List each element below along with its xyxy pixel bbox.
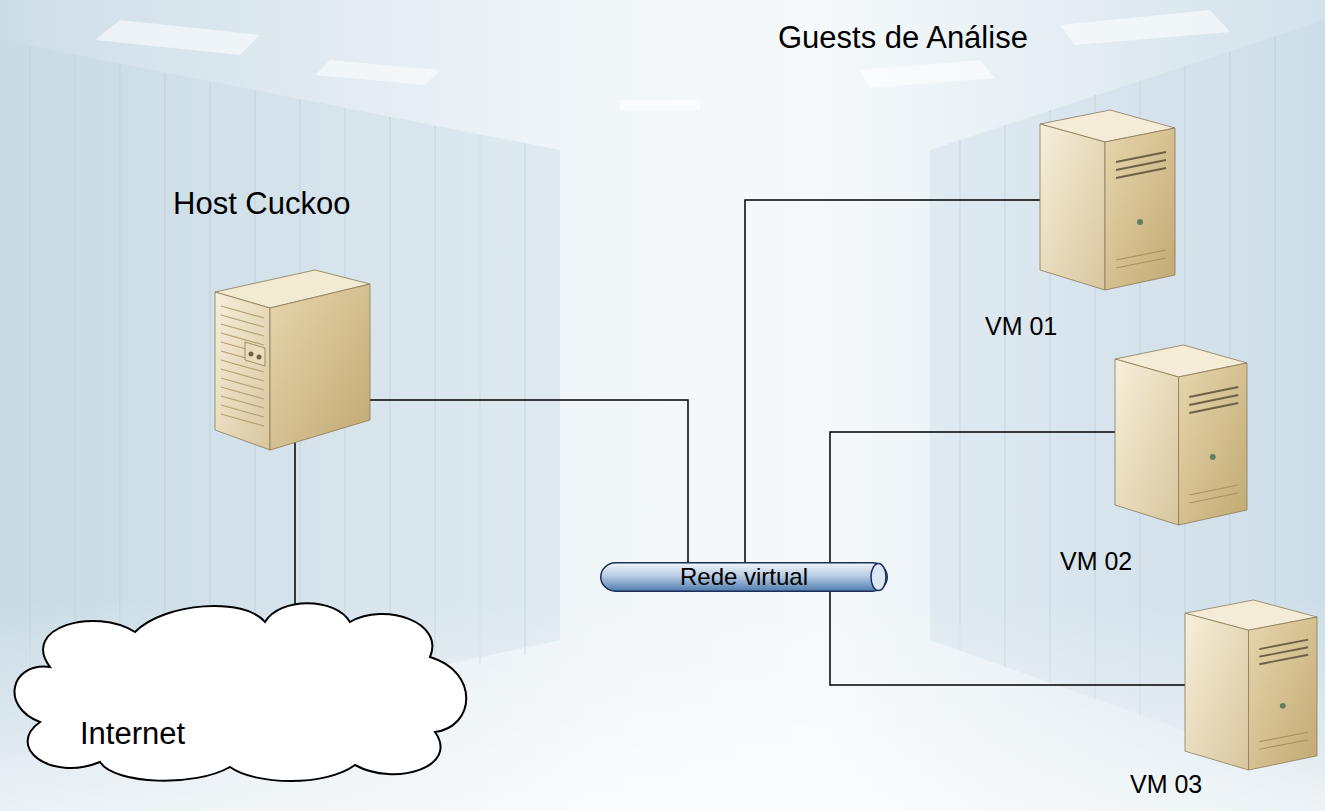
decor-shape — [1116, 258, 1166, 268]
decor-shape — [1189, 485, 1238, 495]
decor-shape — [1179, 363, 1247, 525]
connector-line — [830, 432, 1115, 562]
decor-shape — [1116, 168, 1166, 178]
decor-shape — [1259, 655, 1308, 664]
connector-line — [370, 400, 688, 562]
decor-shape — [1116, 250, 1166, 260]
decor-shape — [1060, 10, 1230, 45]
node-label: VM 02 — [1060, 547, 1132, 576]
decor-shape — [1280, 703, 1286, 709]
guest-vm: VM 02 — [1115, 345, 1247, 525]
host-server: Host Cuckoo — [215, 270, 370, 450]
guest-vm: VM 03 — [1185, 600, 1317, 770]
decor-shape — [524, 143, 525, 655]
decor-shape — [245, 342, 265, 366]
group-heading: Guests de Análise — [778, 20, 1028, 56]
decor-shape — [871, 564, 886, 591]
server-icon — [1040, 110, 1175, 290]
decor-shape — [1137, 219, 1143, 225]
network-label: Rede virtual — [680, 563, 808, 591]
decor-shape — [1259, 740, 1308, 749]
decor-shape — [270, 284, 370, 450]
decor-shape — [215, 292, 270, 450]
decor-shape — [315, 60, 440, 85]
decor-shape — [0, 600, 1325, 811]
node-label: VM 03 — [1130, 770, 1202, 799]
decor-shape — [95, 10, 1230, 110]
server-icon — [215, 270, 370, 450]
decor-shape — [860, 60, 995, 88]
decor-shape — [257, 355, 262, 360]
decor-shape — [1115, 359, 1179, 525]
internet-cloud: Internet — [5, 597, 475, 777]
guest-vm: VM 01 — [1040, 110, 1175, 290]
connector-line — [745, 200, 1040, 562]
decor-shape — [601, 563, 888, 592]
decor-shape — [95, 20, 260, 55]
connector-line — [294, 442, 296, 604]
decor-shape — [1189, 493, 1238, 503]
decor-shape — [959, 140, 960, 650]
node-label: Internet — [80, 716, 185, 752]
decor-shape — [1259, 732, 1308, 741]
virtual-network: Rede virtual — [600, 562, 888, 592]
server-icon — [1185, 600, 1317, 770]
cloud-shape — [5, 597, 475, 777]
decor-shape — [1210, 454, 1216, 460]
decor-shape — [1185, 613, 1249, 770]
connector-line — [830, 592, 1185, 685]
decor-shape — [620, 100, 700, 110]
decor-shape — [1105, 128, 1175, 290]
decor-shape — [1189, 403, 1238, 413]
node-label: VM 01 — [985, 312, 1057, 341]
decor-shape — [15, 603, 467, 781]
server-icon — [1115, 345, 1247, 525]
decor-shape — [221, 414, 264, 426]
node-label: Host Cuckoo — [173, 186, 350, 222]
decor-shape — [249, 352, 254, 357]
decor-shape — [1004, 125, 1005, 667]
decor-shape — [1249, 617, 1317, 770]
decor-shape — [1040, 124, 1105, 290]
